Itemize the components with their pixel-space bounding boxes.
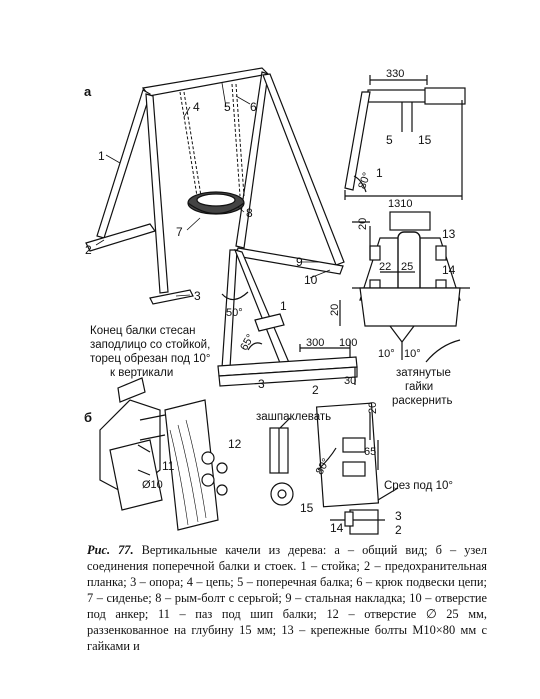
part-label-14-hook: 14: [330, 521, 344, 535]
dim-300: 300: [306, 337, 324, 349]
dim-30: 30: [344, 375, 356, 387]
part-label-10: 10: [304, 273, 318, 287]
part-label-1: 1: [98, 149, 105, 163]
dim-100: 100: [339, 337, 357, 349]
dim-25: 25: [401, 261, 413, 273]
note-tightened-3: раскернить: [392, 395, 453, 407]
caption-label: Рис. 77.: [87, 543, 134, 557]
part-label-7: 7: [176, 225, 183, 239]
note-tightened-2: гайки: [405, 381, 433, 393]
dim-20-top: 20: [357, 218, 369, 230]
dim-20-side: 20: [329, 304, 341, 316]
part-label-1-detail: 1: [280, 299, 287, 313]
note-beam-end-3: торец обрезан под 10°: [90, 353, 211, 365]
part-label-3: 3: [194, 289, 201, 303]
dim-d10: Ø10: [142, 479, 163, 491]
top-beam-side-view: [344, 75, 466, 200]
part-label-15-side: 15: [418, 133, 432, 147]
note-beam-end-4: к вертикали: [110, 367, 173, 379]
part-label-3-hook: 3: [395, 509, 402, 523]
part-label-9: 9: [296, 255, 303, 269]
part-label-2-detail: 2: [312, 383, 319, 397]
angle-10-right: 10°: [404, 348, 421, 360]
note-cut: Срез под 10°: [384, 480, 453, 492]
dim-1310: 1310: [388, 198, 412, 210]
part-label-5: 5: [224, 100, 231, 114]
caption-text: Вертикальные качели из дерева: а – общий…: [87, 543, 487, 653]
part-label-3-detail: 3: [258, 377, 265, 391]
dim-65: 65: [364, 446, 376, 458]
part-label-2: 2: [85, 243, 92, 257]
part-label-2-hook: 2: [395, 523, 402, 537]
angle-80: 80°: [356, 171, 373, 191]
part-label-8: 8: [246, 206, 253, 220]
note-tightened-1: затянутые: [396, 367, 451, 379]
note-beam-end-1: Конец балки стесан: [90, 325, 195, 337]
note-putty: зашпаклевать: [256, 411, 331, 423]
part-label-14: 14: [442, 263, 456, 277]
dim-22: 22: [379, 261, 391, 273]
figure-caption: Рис. 77. Вертикальные качели из дерева: …: [87, 542, 487, 654]
part-label-15: 15: [300, 501, 314, 515]
part-label-13: 13: [442, 227, 456, 241]
hook-detail: [269, 402, 399, 535]
note-beam-end-2: заподлицо со стойкой,: [90, 339, 210, 351]
angle-65: 65°: [238, 332, 257, 352]
part-label-11: 11: [162, 459, 175, 473]
part-label-4: 4: [193, 100, 200, 114]
dim-330: 330: [386, 68, 404, 80]
angle-50: 50°: [226, 307, 243, 319]
angle-10-left: 10°: [378, 348, 395, 360]
dim-20-hook: 20: [367, 402, 379, 414]
panel-label-b: б: [84, 410, 92, 425]
swing-general-view: [85, 67, 345, 305]
anchor-plate-detail: [339, 211, 470, 363]
base-angle-detail: [217, 249, 358, 387]
part-label-1-side: 1: [376, 166, 383, 180]
part-label-5-side: 5: [386, 133, 393, 147]
panel-label-a: а: [84, 84, 92, 99]
joint-detail-view: [99, 377, 228, 531]
part-label-6: 6: [250, 100, 257, 114]
part-label-12: 12: [228, 437, 242, 451]
